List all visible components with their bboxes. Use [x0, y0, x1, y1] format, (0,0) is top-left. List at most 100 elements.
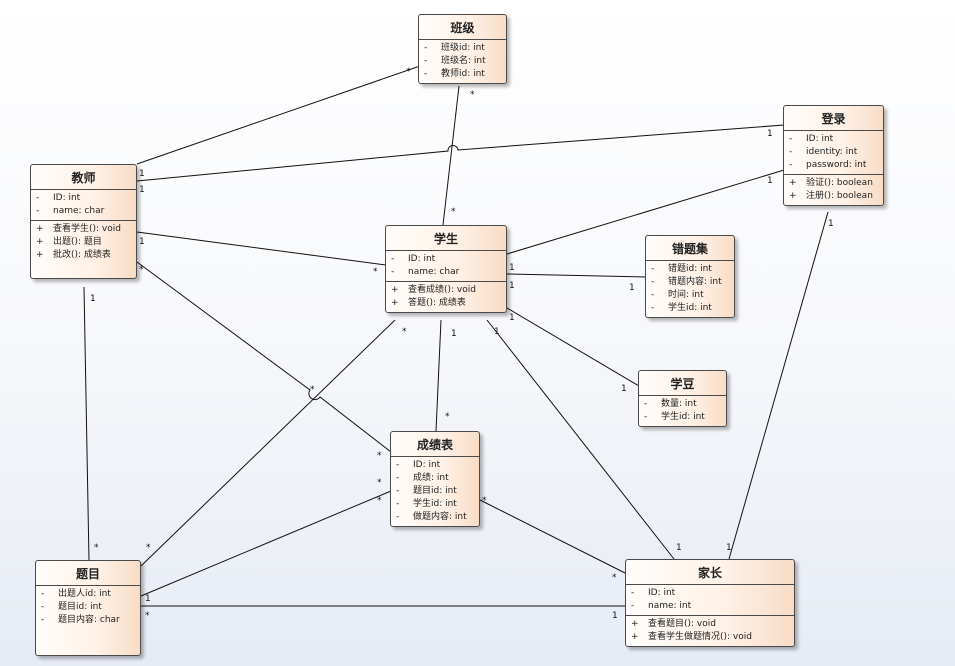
- multiplicity-label: *: [445, 412, 450, 422]
- multiplicity-label: *: [310, 385, 315, 395]
- attribute-row: -name: char: [391, 267, 460, 277]
- operations-section: +查看学生(): void +出题(): 题目 +批改(): 成绩表: [31, 220, 136, 278]
- class-xuesheng[interactable]: 学生 -ID: int -name: char +查看成绩(): void +答…: [385, 225, 507, 313]
- operation-row: +查看题目(): void: [631, 619, 716, 629]
- attributes-section: -出题人id: int -题目id: int -题目内容: char: [36, 586, 140, 629]
- attribute-row: -出题人id: int: [41, 589, 111, 599]
- operations-section: +验证(): boolean +注册(): boolean: [784, 174, 883, 205]
- class-denglu[interactable]: 登录 -ID: int -identity: int -password: in…: [783, 105, 884, 206]
- multiplicity-label: *: [139, 265, 144, 275]
- multiplicity-label: 1: [726, 543, 732, 553]
- class-timu[interactable]: 题目 -出题人id: int -题目id: int -题目内容: char: [35, 560, 141, 656]
- attribute-row: -ID: int: [391, 254, 436, 264]
- operations-section: +查看成绩(): void +答题(): 成绩表: [386, 281, 506, 312]
- multiplicity-label: *: [612, 573, 617, 583]
- multiplicity-label: *: [377, 496, 382, 506]
- operation-row: +注册(): boolean: [789, 191, 873, 201]
- attribute-row: -name: int: [631, 601, 692, 611]
- association-line: [442, 85, 460, 226]
- attribute-row: -题目内容: char: [41, 615, 120, 625]
- operation-row: +查看成绩(): void: [391, 285, 476, 295]
- class-cuotiji[interactable]: 错题集 -错题id: int -错题内容: int -时间: int -学生id…: [645, 235, 735, 318]
- association-line: [136, 231, 387, 266]
- association-line: [140, 490, 392, 597]
- association-line: [136, 65, 421, 165]
- attributes-section: -班级id: int -班级名: int -教师id: int: [419, 40, 506, 83]
- association-line: [435, 319, 442, 432]
- multiplicity-label: *: [94, 543, 99, 553]
- operation-row: +查看学生(): void: [36, 224, 121, 234]
- association-line: [136, 124, 785, 182]
- multiplicity-label: 1: [767, 129, 773, 139]
- multiplicity-label: 1: [621, 384, 627, 394]
- multiplicity-label: *: [377, 451, 382, 461]
- association-line: [136, 261, 392, 453]
- multiplicity-label: 1: [509, 281, 515, 291]
- class-banji[interactable]: 班级 -班级id: int -班级名: int -教师id: int: [418, 14, 507, 84]
- multiplicity-label: 1: [509, 313, 515, 323]
- multiplicity-label: *: [146, 543, 151, 553]
- operation-row: +出题(): 题目: [36, 237, 102, 247]
- class-jiazhang[interactable]: 家长 -ID: int -name: int +查看题目(): void +查看…: [625, 559, 795, 647]
- attribute-row: -ID: int: [36, 193, 81, 203]
- multiplicity-label: 1: [612, 611, 618, 621]
- attribute-row: -identity: int: [789, 147, 858, 157]
- multiplicity-label: *: [451, 207, 456, 217]
- attribute-row: -题目id: int: [396, 486, 457, 496]
- class-name: 教师: [31, 165, 136, 190]
- attribute-row: -ID: int: [789, 134, 834, 144]
- attributes-section: -ID: int -成绩: int -题目id: int -学生id: int …: [391, 457, 479, 526]
- multiplicity-label: 1: [90, 294, 96, 304]
- multiplicity-label: 1: [629, 283, 635, 293]
- operation-row: +查看学生做题情况(): void: [631, 632, 752, 642]
- multiplicity-label: 1: [145, 594, 151, 604]
- class-name: 错题集: [646, 236, 734, 261]
- multiplicity-label: *: [482, 496, 487, 506]
- attribute-row: -做题内容: int: [396, 512, 467, 522]
- class-chengjibiao[interactable]: 成绩表 -ID: int -成绩: int -题目id: int -学生id: …: [390, 431, 480, 527]
- class-name: 登录: [784, 106, 883, 131]
- attributes-section: -错题id: int -错题内容: int -时间: int -学生id: in…: [646, 261, 734, 317]
- class-name: 学豆: [639, 371, 726, 396]
- class-xuedou[interactable]: 学豆 -数量: int -学生id: int: [638, 370, 727, 427]
- multiplicity-label: 1: [139, 237, 145, 247]
- attribute-row: -时间: int: [651, 290, 704, 300]
- attribute-row: -ID: int: [631, 588, 676, 598]
- attribute-row: -成绩: int: [396, 473, 449, 483]
- class-name: 学生: [386, 226, 506, 251]
- association-line: [506, 169, 785, 255]
- multiplicity-label: *: [377, 478, 382, 488]
- operation-row: +批改(): 成绩表: [36, 250, 111, 260]
- association-line: [479, 499, 628, 575]
- attribute-row: -数量: int: [644, 399, 697, 409]
- attribute-row: -题目id: int: [41, 602, 102, 612]
- attribute-row: -班级id: int: [424, 43, 485, 53]
- multiplicity-label: 1: [139, 169, 145, 179]
- operation-row: +答题(): 成绩表: [391, 298, 466, 308]
- multiplicity-label: 1: [451, 329, 457, 339]
- attribute-row: -错题id: int: [651, 264, 712, 274]
- attribute-row: -教师id: int: [424, 69, 485, 79]
- attributes-section: -ID: int -name: int: [626, 585, 794, 615]
- class-name: 班级: [419, 15, 506, 40]
- attribute-row: -password: int: [789, 160, 867, 170]
- multiplicity-label: *: [406, 67, 411, 77]
- attribute-row: -ID: int: [396, 460, 441, 470]
- class-name: 成绩表: [391, 432, 479, 457]
- multiplicity-label: *: [373, 267, 378, 277]
- attribute-row: -学生id: int: [644, 412, 705, 422]
- association-line: [83, 286, 90, 562]
- association-line: [728, 211, 829, 560]
- attributes-section: -ID: int -identity: int -password: int: [784, 131, 883, 174]
- class-name: 题目: [36, 561, 140, 586]
- class-jiaoshi[interactable]: 教师 -ID: int -name: char +查看学生(): void +出…: [30, 164, 137, 279]
- multiplicity-label: 1: [509, 263, 515, 273]
- operation-row: +验证(): boolean: [789, 178, 873, 188]
- multiplicity-label: *: [470, 90, 475, 100]
- multiplicity-label: 1: [767, 176, 773, 186]
- multiplicity-label: 1: [139, 185, 145, 195]
- multiplicity-label: *: [145, 611, 150, 621]
- attributes-section: -数量: int -学生id: int: [639, 396, 726, 426]
- attribute-row: -学生id: int: [396, 499, 457, 509]
